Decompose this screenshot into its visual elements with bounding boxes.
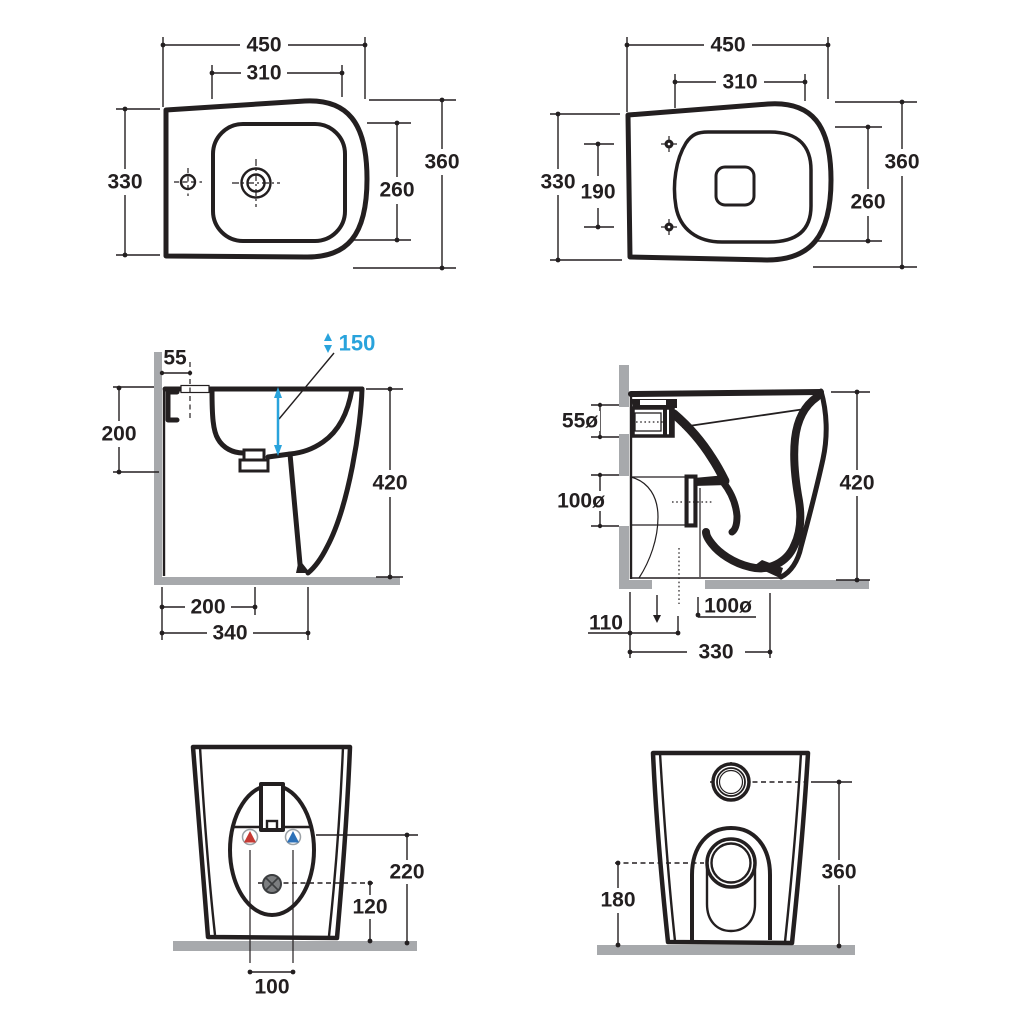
dim-inlet-height: 360 (821, 861, 856, 884)
outlet-flange (672, 474, 714, 528)
dim-waste-height: 120 (352, 896, 387, 919)
down-arrow-icon (653, 615, 661, 623)
bidet-front-dimensions: 100 220 120 (247, 832, 425, 999)
dim-depth: 330 (698, 641, 733, 664)
wall-floor (154, 352, 400, 585)
wc-front-body (615, 750, 811, 946)
wall-floor (619, 365, 869, 589)
bidet-front-body (190, 744, 373, 963)
dim-outlet-offset: 110 (589, 612, 623, 635)
tap-column (259, 782, 285, 832)
dim-basin-depth: 260 (850, 191, 885, 214)
dim-depth: 330 (107, 171, 142, 194)
dim-wall-to-waste: 200 (190, 596, 225, 619)
dim-overall-width: 450 (246, 34, 281, 57)
wc-top-view: 450 310 330 190 360 260 (540, 34, 920, 270)
wc-side-view: 55ø 100ø 420 110 100ø 330 (552, 365, 875, 664)
dim-basin-depth: 260 (379, 179, 414, 202)
floor (173, 941, 417, 951)
outlet-hole-icon (705, 837, 757, 889)
dim-height: 420 (372, 472, 407, 495)
dim-hole-spacing: 190 (580, 181, 615, 204)
hot-water-marker-icon (241, 828, 259, 846)
dim-tap-height: 220 (389, 861, 424, 884)
wc-top-body (625, 101, 834, 263)
dim-basin-width: 310 (246, 62, 281, 85)
inlet-hole-icon (711, 762, 751, 802)
bidet-side-dimensions: 55 200 420 200 340 (101, 347, 407, 645)
bidet-front-view: 100 220 120 (173, 744, 425, 999)
bidet-top-view: 450 310 330 360 260 (107, 34, 460, 271)
bidet-top-dimensions: 450 310 330 360 260 (107, 34, 460, 271)
cold-water-marker-icon (284, 828, 302, 846)
dim-rim-to-waste: 200 (101, 423, 136, 446)
dim-outlet-dia: 100ø (557, 490, 605, 513)
wc-top-dimensions: 450 310 330 190 360 260 (540, 34, 920, 270)
bidet-side-view: 150 55 200 420 200 340 (101, 331, 407, 645)
dim-basin-width: 310 (722, 71, 757, 94)
dim-height: 420 (839, 472, 874, 495)
waste-plug-icon (262, 874, 282, 894)
seat-fixing-hole-icon (661, 136, 677, 152)
dim-water-depth: 150 (339, 331, 376, 356)
wc-side-body (628, 388, 829, 604)
floor (597, 945, 855, 955)
inlet-spud (631, 406, 675, 438)
wc-front-dimensions: 180 360 (600, 779, 857, 949)
water-depth-annotation: 150 (274, 331, 376, 456)
dim-overall-width: 450 (710, 34, 745, 57)
wc-front-view: 180 360 (597, 750, 857, 955)
wc-side-dimensions: 55ø 100ø 420 110 100ø 330 (552, 389, 875, 664)
seat-fixing-hole-icon (661, 219, 677, 235)
tap-hole-icon (174, 168, 202, 196)
dim-depth: 330 (540, 171, 575, 194)
dim-total-depth: 360 (884, 151, 919, 174)
dim-outlet-height: 180 (600, 889, 635, 912)
waste-hole-icon (232, 159, 280, 207)
dim-floor-outlet-dia: 100ø (704, 595, 752, 618)
double-arrow-icon (324, 333, 332, 341)
dim-total-depth: 360 (424, 151, 459, 174)
dim-tap-spacing: 100 (254, 976, 289, 999)
dim-tap-offset: 55 (163, 347, 187, 370)
dim-depth: 340 (212, 622, 247, 645)
dim-inlet-dia: 55ø (562, 410, 598, 433)
bidet-side-body (162, 362, 365, 576)
bidet-top-body (163, 98, 370, 260)
